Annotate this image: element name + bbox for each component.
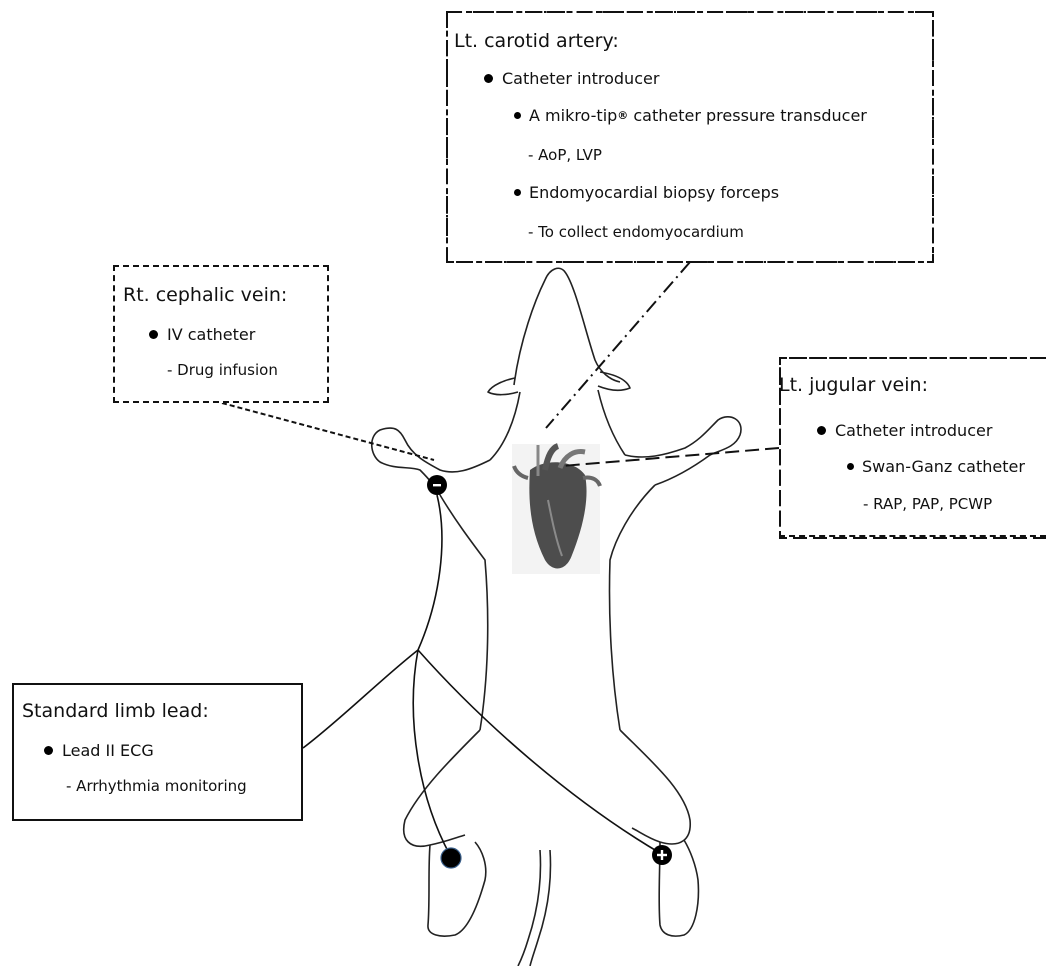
bullet-icon bbox=[484, 74, 493, 83]
cephalic-connector bbox=[222, 403, 434, 460]
carotid-artery-box: Lt. carotid artery: Catheter introducer … bbox=[446, 11, 934, 263]
carotid-item-3-sub: - To collect endomyocardium bbox=[528, 223, 744, 241]
cephalic-item-1-sub: - Drug infusion bbox=[167, 361, 278, 379]
bullet-icon bbox=[514, 112, 521, 119]
cephalic-title: Rt. cephalic vein: bbox=[123, 283, 287, 307]
limb-lead-item-1-sub: - Arrhythmia monitoring bbox=[66, 777, 247, 795]
carotid-item-1: Catheter introducer bbox=[484, 69, 659, 88]
registered-mark: ® bbox=[617, 109, 628, 122]
limb-lead-item-1: Lead II ECG bbox=[44, 741, 154, 760]
cephalic-item-1-label: IV catheter bbox=[167, 325, 255, 344]
cephalic-item-1: IV catheter bbox=[149, 325, 255, 344]
carotid-item-3-label: Endomyocardial biopsy forceps bbox=[529, 183, 779, 202]
dog-outline bbox=[372, 268, 741, 966]
limb-lead-title: Standard limb lead: bbox=[22, 699, 209, 723]
limb-lead-box: Standard limb lead: Lead II ECG - Arrhyt… bbox=[12, 683, 303, 821]
jugular-item-2-sub: - RAP, PAP, PCWP bbox=[863, 495, 992, 513]
bullet-icon bbox=[44, 746, 53, 755]
bullet-icon bbox=[514, 189, 521, 196]
negative-electrode bbox=[427, 475, 447, 495]
carotid-item-2-post: catheter pressure transducer bbox=[628, 106, 867, 125]
ground-electrode bbox=[441, 848, 461, 868]
cephalic-vein-box: Rt. cephalic vein: IV catheter - Drug in… bbox=[113, 265, 329, 403]
limb-lead-item-1-label: Lead II ECG bbox=[62, 741, 154, 760]
bullet-icon bbox=[149, 330, 158, 339]
carotid-item-2-sub: - AoP, LVP bbox=[528, 146, 602, 164]
carotid-connector bbox=[546, 262, 690, 428]
carotid-item-3: Endomyocardial biopsy forceps bbox=[514, 183, 779, 202]
carotid-item-1-label: Catheter introducer bbox=[502, 69, 659, 88]
jugular-item-1-label: Catheter introducer bbox=[835, 421, 992, 440]
jugular-vein-box: Lt. jugular vein: Catheter introducer Sw… bbox=[779, 357, 1046, 537]
jugular-item-2: Swan-Ganz catheter bbox=[847, 457, 1025, 476]
bullet-icon bbox=[847, 463, 854, 470]
ecg-lead-wires bbox=[303, 495, 660, 855]
carotid-item-2-pre: A mikro-tip bbox=[529, 106, 617, 125]
carotid-item-2: A mikro-tip® catheter pressure transduce… bbox=[514, 106, 867, 125]
jugular-item-2-label: Swan-Ganz catheter bbox=[862, 457, 1025, 476]
jugular-item-1: Catheter introducer bbox=[817, 421, 992, 440]
jugular-title: Lt. jugular vein: bbox=[779, 373, 928, 397]
carotid-title: Lt. carotid artery: bbox=[454, 29, 619, 53]
positive-electrode bbox=[652, 845, 672, 865]
bullet-icon bbox=[817, 426, 826, 435]
